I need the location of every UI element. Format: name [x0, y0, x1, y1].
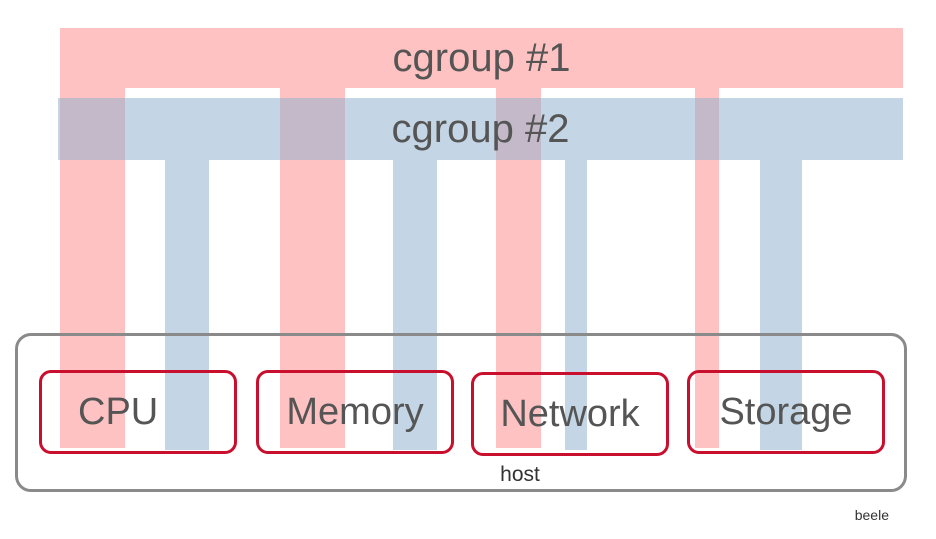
resource-network: Network: [471, 372, 669, 456]
cgroup1-bar: [60, 28, 903, 88]
cgroup1-label: cgroup #1: [392, 35, 571, 80]
watermark: beele: [854, 507, 889, 523]
resource-cpu: CPU: [39, 370, 237, 454]
resource-storage: Storage: [687, 370, 885, 454]
host-box: [15, 333, 907, 492]
resource-memory: Memory: [256, 370, 454, 454]
cgroup2-bar: [58, 98, 903, 160]
cgroup2-leg-memory: [393, 160, 437, 450]
host-label: host: [500, 463, 540, 486]
cgroup2-leg-cpu: [165, 160, 209, 450]
cgroup2-label: cgroup #2: [391, 106, 570, 151]
cgroup2-leg-network: [565, 160, 587, 450]
cgroup2-leg-storage: [760, 160, 802, 450]
